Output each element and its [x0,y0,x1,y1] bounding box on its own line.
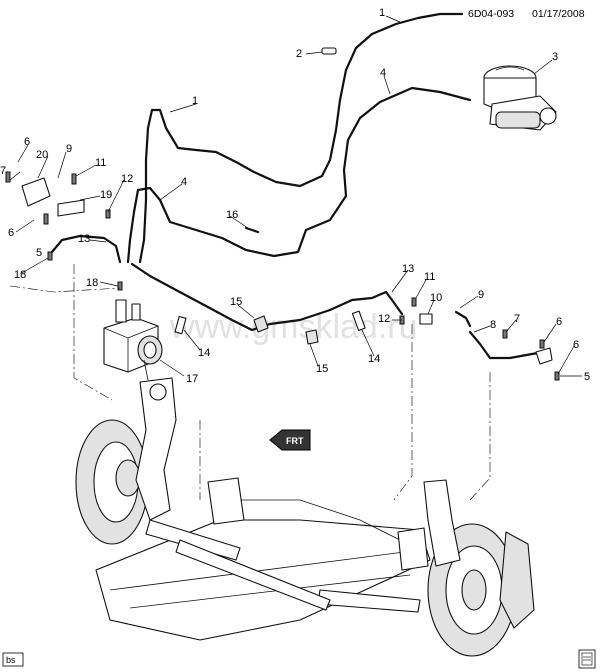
reference-lines [9,264,491,501]
callout-8: 8 [490,319,496,331]
brake-pipe-1 [138,12,464,264]
callout-12: 12 [378,313,390,325]
callout-2: 2 [296,48,302,60]
brake-pipe-13-left [50,234,122,264]
callout-18: 18 [14,269,26,281]
callout-12: 12 [121,173,133,185]
callout-14: 14 [368,353,380,365]
watermark: www.gmsklad.ru [169,308,418,346]
forward-arrow-icon: FRT [269,429,311,451]
brake-pipes [50,12,546,360]
brake-pipe-4 [126,86,472,264]
callout-1: 1 [379,7,385,19]
callout-15: 15 [230,296,242,308]
callout-4: 4 [380,67,386,79]
callout-20: 20 [36,149,48,161]
brake-pipe-9-hose [454,310,472,328]
callout-17: 17 [186,373,198,385]
callout-6: 6 [556,316,562,328]
callout-3: 3 [552,51,558,63]
callout-6: 6 [573,339,579,351]
callout-18: 18 [86,277,98,289]
diagram-date: 01/17/2008 [532,8,585,20]
callout-11: 11 [424,271,435,283]
callout-14: 14 [198,347,210,359]
callout-6: 6 [8,227,14,239]
callout-19: 19 [100,189,112,201]
callout-16: 16 [226,209,238,221]
footer-tag-label: bs [6,655,16,665]
callout-4: 4 [181,176,187,188]
callout-10: 10 [430,292,442,304]
callout-5: 5 [36,247,42,259]
callout-7: 7 [514,313,520,325]
callout-9: 9 [478,289,484,301]
forward-arrow-label: FRT [286,436,304,446]
master-cylinder [483,65,557,131]
leader-lines [9,15,582,377]
brake-pipe-13-right [130,262,404,332]
callout-1: 1 [192,95,198,107]
footer-tag: bs [2,652,24,667]
callout-13: 13 [78,233,90,245]
abs-module [103,299,163,381]
brake-pipe-8 [468,330,546,360]
callout-13: 13 [402,263,414,275]
callout-15: 15 [316,363,328,375]
callout-9: 9 [66,143,72,155]
hardware [5,47,560,381]
callout-7: 7 [0,165,6,177]
callout-labels: 1 1 2 3 4 4 5 5 6 6 6 6 7 7 8 9 9 10 11 … [0,7,590,385]
front-suspension [75,377,535,657]
callout-6: 6 [24,136,30,148]
callout-5: 5 [584,371,590,383]
callout-11: 11 [95,157,106,169]
document-icon [578,649,596,669]
diagram-code: 6D04-093 [468,8,514,20]
